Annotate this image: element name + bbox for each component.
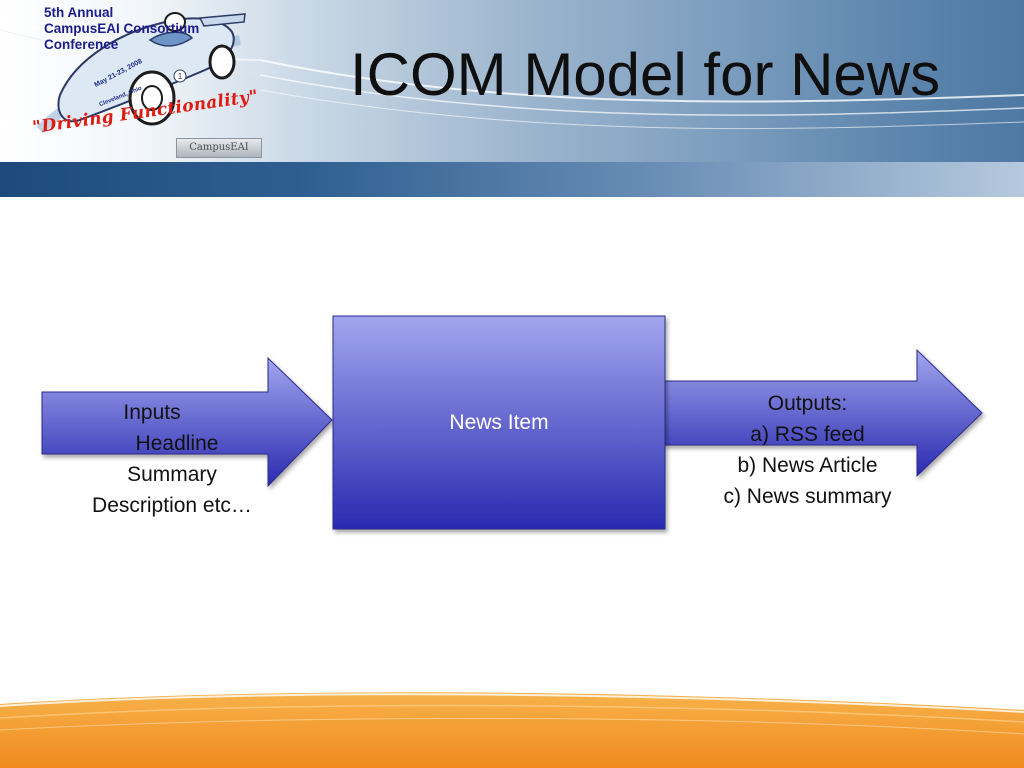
output-line: a) RSS feed xyxy=(750,423,865,446)
output-arrow xyxy=(663,348,983,478)
conference-line: 5th Annual xyxy=(44,5,114,20)
conference-line: CampusEAI Consortium xyxy=(44,21,200,36)
output-line: b) News Article xyxy=(737,454,878,477)
slide-title: ICOM Model for News xyxy=(350,41,941,108)
input-label: Inputs Headline Summary Description etc… xyxy=(52,397,292,521)
input-line: Description etc… xyxy=(92,494,252,517)
input-arrow xyxy=(41,356,333,488)
input-line: Headline xyxy=(135,432,219,455)
conference-line: Conference xyxy=(44,37,119,52)
news-item-box xyxy=(332,315,666,530)
output-line: c) News summary xyxy=(723,485,892,508)
news-item-label: News Item xyxy=(449,411,549,434)
output-line: Outputs: xyxy=(767,392,848,415)
header-band xyxy=(0,162,1024,197)
svg-text:1: 1 xyxy=(178,72,183,81)
output-label: Outputs: a) RSS feed b) News Article c) … xyxy=(690,388,925,512)
input-line: Summary xyxy=(127,463,217,486)
input-line: Inputs xyxy=(123,401,181,424)
race-car-logo: 1 xyxy=(36,12,246,134)
footer-wave xyxy=(0,692,1024,768)
conference-name: 5th Annual CampusEAI Consortium Conferen… xyxy=(44,5,199,53)
campuseai-brand: CampusEAI xyxy=(176,138,262,158)
